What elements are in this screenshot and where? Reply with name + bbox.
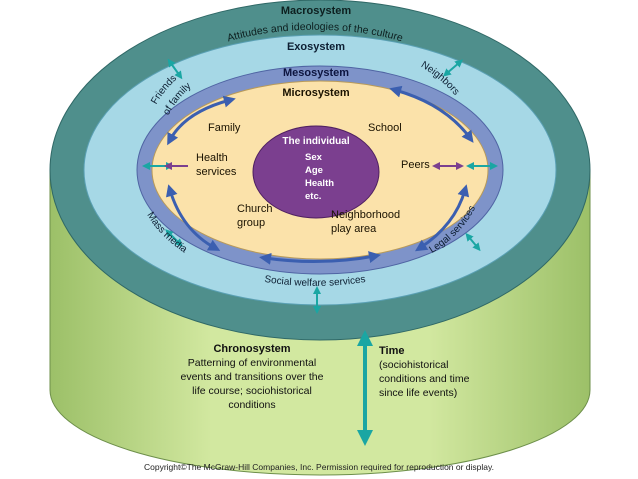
- exo-social-welfare: Social welfare services: [264, 274, 367, 289]
- micro-health-line1: Health: [196, 152, 228, 164]
- individual-trait: etc.: [305, 191, 321, 202]
- micro-school: School: [368, 122, 402, 134]
- individual-trait: Health: [305, 178, 334, 189]
- micro-neighborhood-line2: play area: [331, 223, 377, 235]
- chronosystem-title: Chronosystem: [213, 343, 290, 355]
- meso-arrow-left: [165, 184, 221, 251]
- individual-trait: Age: [305, 165, 323, 176]
- svg-text:conditions: conditions: [228, 399, 275, 411]
- meso-arrow-top-left: [167, 95, 236, 146]
- arrow-neighbors: [442, 59, 464, 77]
- copyright-notice: Copyright©The McGraw-Hill Companies, Inc…: [143, 462, 494, 472]
- mesosystem-title: Mesosystem: [283, 67, 349, 79]
- macrosystem-title: Macrosystem: [281, 5, 352, 17]
- svg-text:since life events): since life events): [379, 387, 457, 399]
- svg-text:conditions and time: conditions and time: [379, 373, 470, 385]
- micro-family: Family: [208, 122, 241, 134]
- svg-text:(sociohistorical: (sociohistorical: [379, 359, 448, 371]
- micro-neighborhood-line1: Neighborhood: [331, 209, 400, 221]
- microsystem-items: Family School Health services Peers Chur…: [196, 122, 430, 235]
- arrow-mass-media: [165, 229, 183, 247]
- meso-arrow-bottom: [259, 251, 381, 265]
- meso-arrow-top-right: [389, 85, 474, 143]
- svg-text:life course; sociohistorical: life course; sociohistorical: [192, 385, 312, 397]
- micro-health-line2: services: [196, 166, 237, 178]
- time-title: Time: [379, 345, 404, 357]
- arrow-legal: [465, 232, 481, 252]
- micro-church-line1: Church: [237, 203, 272, 215]
- mesosystem-arrows: [165, 85, 474, 265]
- individual-trait: Sex: [305, 152, 323, 163]
- exosystem-title: Exosystem: [287, 41, 345, 53]
- arrow-friends: [167, 58, 183, 80]
- microsystem-title: Microsystem: [282, 87, 349, 99]
- micro-peers: Peers: [401, 159, 430, 171]
- micro-church-line2: group: [237, 217, 265, 229]
- svg-text:Patterning of environmental: Patterning of environmental: [188, 357, 316, 369]
- individual-title: The individual: [282, 136, 349, 147]
- individual-traits: Sex Age Health etc.: [305, 152, 334, 202]
- chronosystem-description: Patterning of environmental events and t…: [180, 357, 323, 411]
- svg-text:events and transitions over th: events and transitions over the: [180, 371, 323, 383]
- time-description: (sociohistorical conditions and time sin…: [379, 359, 470, 399]
- meso-arrow-right: [414, 184, 470, 252]
- exo-macro-arrows: [142, 58, 498, 314]
- individual-core: [252, 125, 380, 219]
